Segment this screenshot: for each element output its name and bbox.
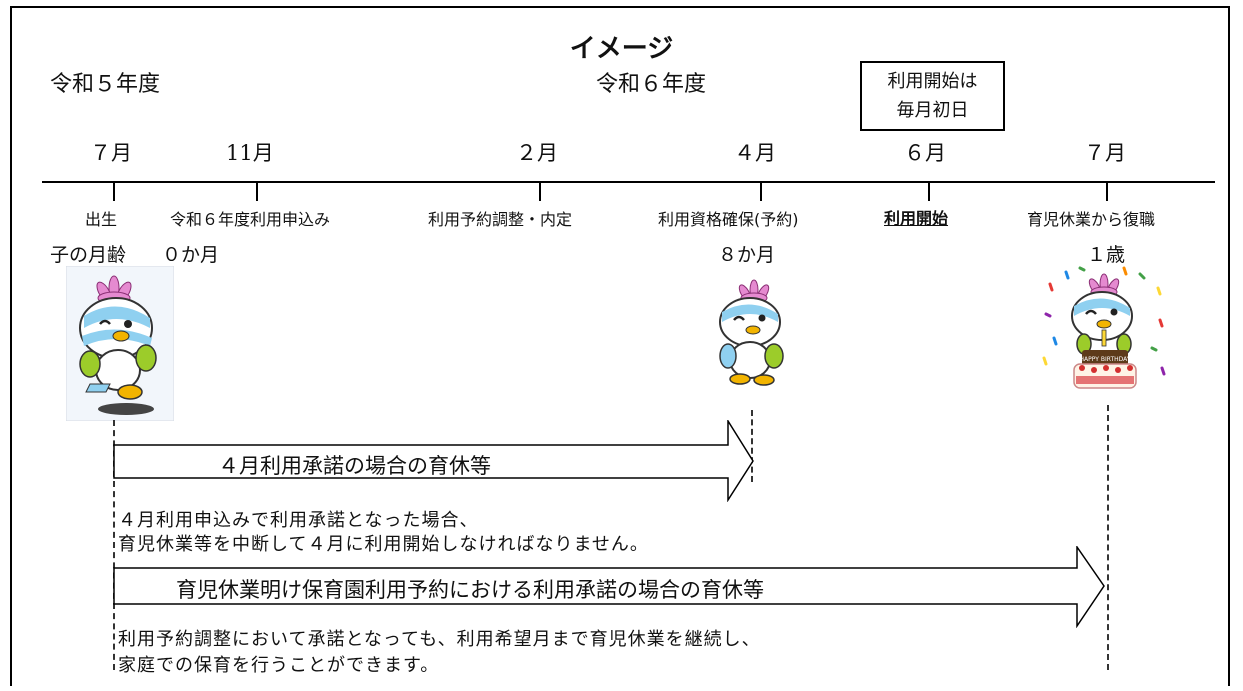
age-label: 子の月齢	[50, 244, 127, 266]
reservation-leave-arrow	[113, 546, 1105, 628]
reservation-arrow-label: 育児休業明け保育園利用予約における利用承諾の場合の育休等	[176, 578, 764, 602]
note-line-2: 毎月初日	[896, 100, 969, 121]
timeline-tick	[539, 181, 541, 201]
reservation-desc-line-1: 利用予約調整において承諾となっても、利用希望月まで育児休業を継続し、	[118, 629, 761, 650]
age-july: １歳	[1087, 244, 1126, 266]
april-leave-arrow	[113, 420, 754, 502]
diagram-title: イメージ	[569, 34, 674, 64]
event-label: 令和６年度利用申込み	[170, 210, 331, 229]
mascot-running-illustration	[66, 266, 174, 421]
mascot-waving-illustration	[719, 279, 784, 386]
month-label: ７月	[90, 141, 132, 165]
july-guide-line	[1107, 405, 1109, 670]
reservation-desc-line-2: 家庭での保育を行うことができます。	[118, 655, 440, 676]
event-label: 利用予約調整・内定	[428, 210, 573, 229]
april-desc-line-1: ４月利用申込みで利用承諾となった場合、	[118, 510, 479, 531]
note-line-1: 利用開始は	[887, 71, 978, 92]
birth-guide-line	[113, 420, 115, 670]
event-label: 利用資格確保(予約)	[658, 210, 799, 229]
april-guide-line	[751, 410, 753, 482]
timeline-tick	[928, 181, 930, 201]
fiscal-year-left: 令和５年度	[50, 72, 161, 97]
age-birth: ０か月	[162, 244, 220, 266]
timeline-tick	[1106, 181, 1108, 201]
event-label-start: 利用開始	[884, 209, 949, 228]
event-label: 出生	[85, 210, 118, 229]
month-label: ７月	[1084, 141, 1126, 165]
month-label: ６月	[904, 141, 946, 165]
diagram-frame	[10, 6, 1230, 686]
start-date-note: 利用開始は 毎月初日	[860, 61, 1005, 131]
event-label: 育児休業から復職	[1027, 210, 1156, 229]
month-label: ２月	[516, 141, 558, 165]
age-april: ８か月	[718, 244, 776, 266]
april-arrow-label: ４月利用承諾の場合の育休等	[218, 454, 491, 478]
fiscal-year-right: 令和６年度	[596, 72, 707, 97]
timeline-tick	[760, 181, 762, 201]
april-desc-line-2: 育児休業等を中断して４月に利用開始しなければなりません。	[118, 534, 649, 555]
mascot-birthday-illustration: HAPPY BIRTHDAY	[1042, 266, 1166, 389]
timeline-axis	[42, 181, 1215, 183]
month-label: 11月	[226, 141, 274, 165]
cake-text: HAPPY BIRTHDAY	[1080, 356, 1131, 363]
timeline-tick	[113, 181, 115, 201]
timeline-tick	[256, 181, 258, 201]
month-label: ４月	[734, 141, 776, 165]
